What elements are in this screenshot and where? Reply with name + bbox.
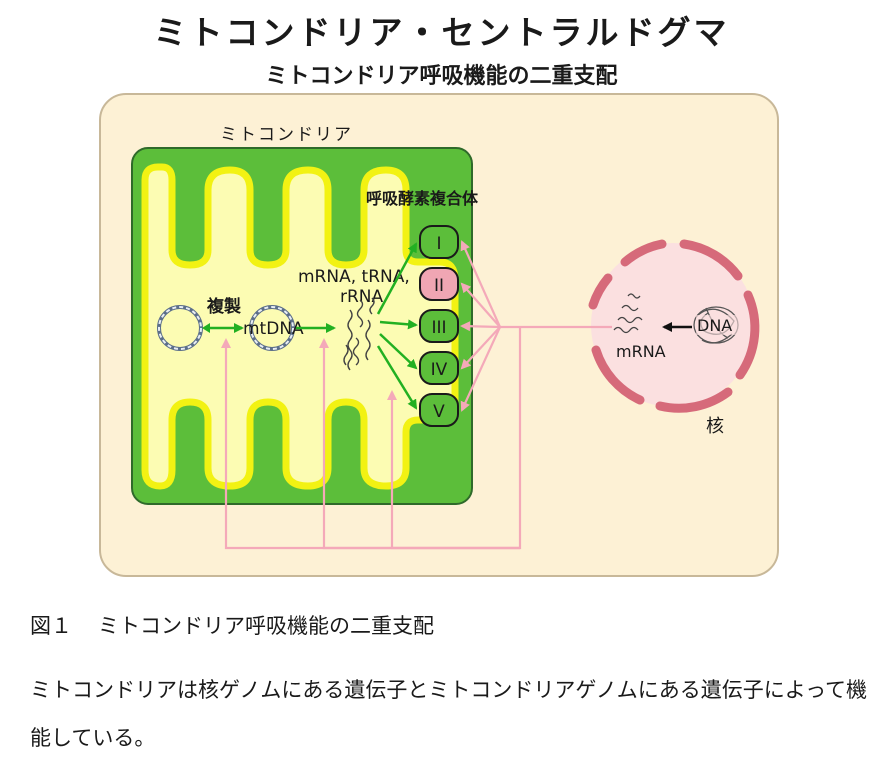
- complex-III: [419, 309, 459, 343]
- complex-V: [419, 393, 459, 427]
- replication-label: 複製: [206, 296, 241, 317]
- replication-arrowhead-left: [202, 323, 210, 333]
- nuclear-export-arrows: [460, 240, 612, 412]
- complex-I: [419, 225, 459, 259]
- nuclear-mrna-strands: [613, 293, 643, 334]
- nucleus-label: 核: [706, 416, 724, 437]
- mitochondria-diagram: ミトコンドリア 呼吸酵素複合体 複製 mtDNA mRNA, tRNA, rRN…: [99, 93, 779, 577]
- complex-II-label: II: [434, 276, 444, 296]
- complex-I-label: I: [436, 234, 441, 254]
- nuclear-dna-box: [696, 315, 740, 335]
- figure-caption: 図１ ミトコンドリア呼吸機能の二重支配: [30, 610, 434, 640]
- figure-number: 図１: [30, 614, 72, 638]
- complex-IV-label: IV: [431, 360, 448, 380]
- complex-III-label: III: [431, 318, 446, 338]
- complex-II: [419, 267, 459, 301]
- body-paragraph: ミトコンドリアは核ゲノムにある遺伝子とミトコンドリアゲノムにある遺伝子によって機…: [30, 678, 868, 750]
- nucleus: [588, 239, 760, 413]
- nuclear-mrna-label: mRNA: [616, 342, 666, 361]
- respiratory-complexes: I II III IV V: [419, 225, 459, 427]
- mtdna-circle-left: [157, 305, 203, 351]
- respiratory-complex-label: 呼吸酵素複合体: [366, 189, 479, 208]
- mitochondria-label: ミトコンドリア: [220, 125, 353, 145]
- complex-V-label: V: [433, 402, 445, 422]
- mito-rna-label-line2: rRNA: [340, 287, 384, 307]
- page-subtitle: ミトコンドリア呼吸機能の二重支配: [265, 64, 618, 89]
- page-title: ミトコンドリア・セントラルドグマ: [153, 13, 730, 52]
- mtdna-circle-right: [249, 305, 295, 351]
- mito-translation-arrows: [376, 242, 418, 410]
- nuclear-dna-label: DNA: [697, 316, 732, 335]
- mito-rna-strands: [343, 297, 375, 371]
- mtdna-label: mtDNA: [243, 319, 304, 339]
- complex-IV: [419, 351, 459, 385]
- figure-caption-text: ミトコンドリア呼吸機能の二重支配: [98, 614, 434, 638]
- mito-rna-label-line1: mRNA, tRNA,: [298, 267, 410, 287]
- nuclear-import-lines: [221, 327, 522, 550]
